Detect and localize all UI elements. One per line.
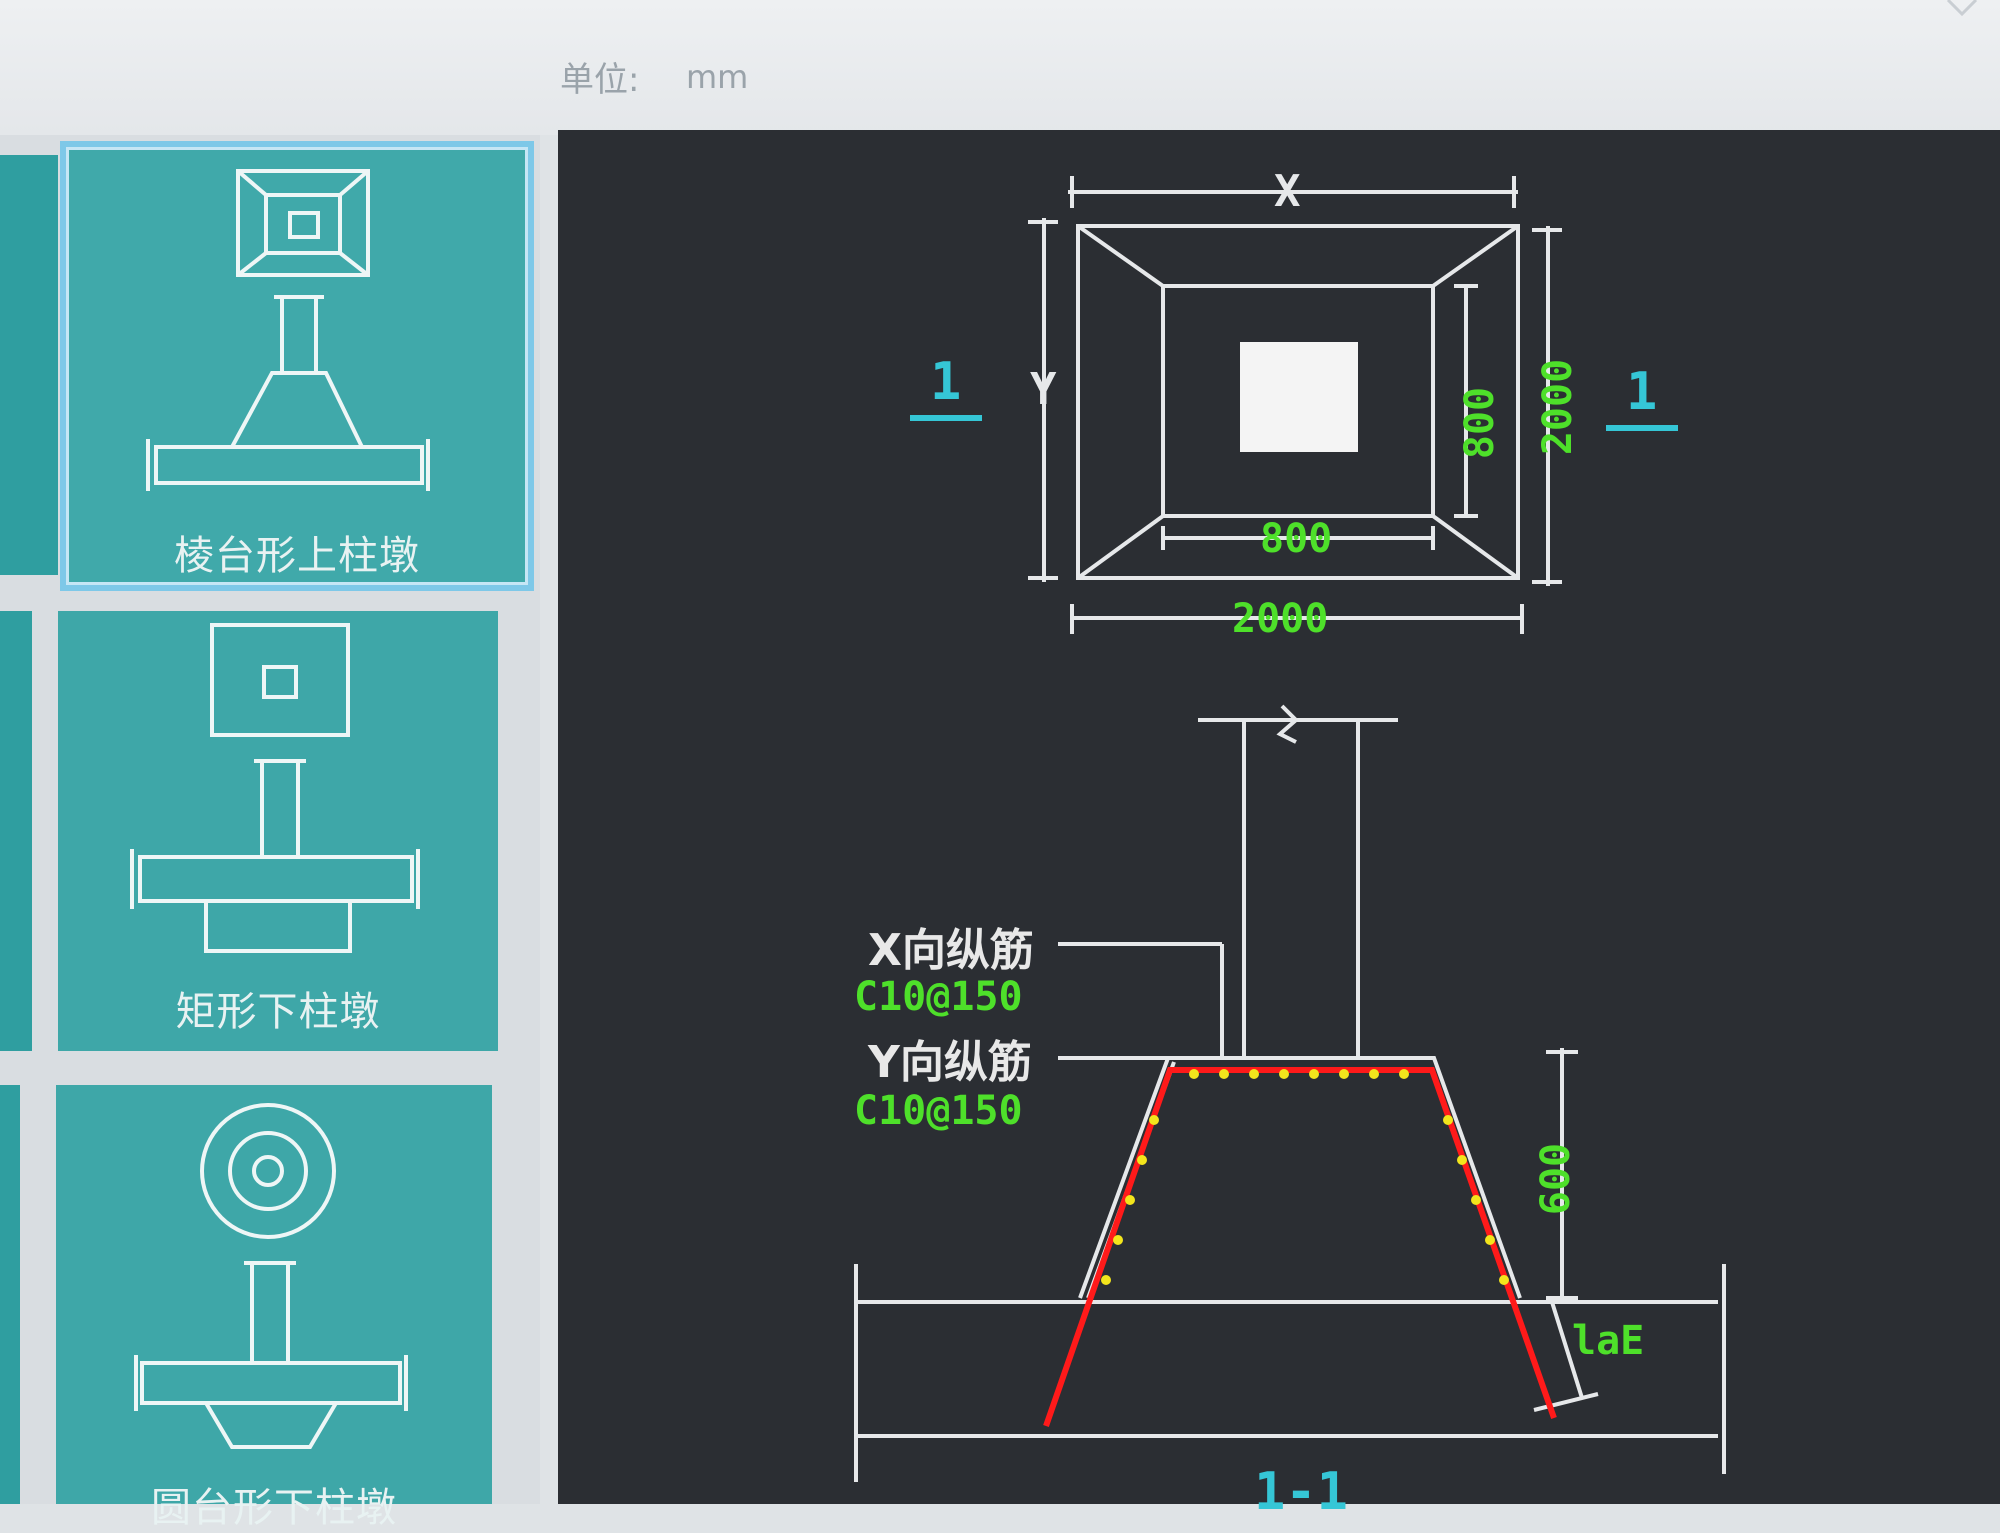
tile-label-rect-lower-pier: 矩形下柱墩 xyxy=(175,989,381,1035)
tile-label-pyramid-upper-pier: 棱台形上柱墩 xyxy=(174,533,420,579)
tile-frustum-lower-pier[interactable]: 圆台形下柱墩 xyxy=(56,1085,492,1531)
rebar-line xyxy=(1043,1067,1557,1427)
rebar-dots xyxy=(1101,1069,1509,1285)
plan-y-label: Y xyxy=(1030,364,1057,415)
section-mark-left: 1 xyxy=(930,352,962,412)
plan-x-label: X xyxy=(1274,166,1301,217)
x-rebar-spec: C10@150 xyxy=(854,974,1023,1020)
cad-drawing xyxy=(854,176,1726,1482)
y-rebar-label: Y向纵筋 xyxy=(868,1037,1032,1088)
unit-label: 单位: xyxy=(560,60,640,100)
unit-value: mm xyxy=(686,58,749,96)
plan-inner-rect xyxy=(1161,284,1435,518)
type-selector-panel: 棱台形上柱墩 矩形下柱墩 xyxy=(0,135,540,1531)
rect-lower-pier-icon xyxy=(130,623,420,953)
dim-inner-vertical: 800 xyxy=(1457,386,1504,460)
pyramid-upper-pier-icon xyxy=(146,169,430,491)
tile-rect-lower-pier[interactable]: 矩形下柱墩 xyxy=(58,611,498,1051)
cad-preview-canvas: X Y 800 2000 800 2000 1 1 X向纵筋 C10@150 Y… xyxy=(558,130,2000,1522)
plan-column xyxy=(1240,342,1358,452)
section-height-dim: 600 xyxy=(1533,1142,1580,1216)
dim-outer-horizontal: 2000 xyxy=(1232,596,1329,642)
y-rebar-spec: C10@150 xyxy=(854,1088,1023,1134)
tile-partial-1[interactable] xyxy=(0,155,58,575)
anchor-length-label: laE xyxy=(1572,1318,1645,1364)
tile-partial-2[interactable] xyxy=(0,611,32,1051)
plan-outer-rect xyxy=(1076,224,1520,580)
tile-label-frustum-lower-pier: 圆台形下柱墩 xyxy=(151,1485,397,1531)
dim-outer-vertical: 2000 xyxy=(1535,358,1582,456)
section-mark-right: 1 xyxy=(1626,362,1658,422)
close-icon[interactable] xyxy=(1942,0,1982,20)
section-marks xyxy=(910,415,1678,431)
tile-partial-3[interactable] xyxy=(0,1085,20,1504)
tile-pyramid-upper-pier[interactable]: 棱台形上柱墩 xyxy=(60,141,534,591)
dialog-header: 单位: mm xyxy=(0,0,2000,135)
dim-inner-horizontal: 800 xyxy=(1260,516,1333,562)
section-title: 1-1 xyxy=(1254,1462,1348,1522)
x-rebar-label: X向纵筋 xyxy=(868,925,1034,976)
plan-view xyxy=(1028,176,1562,634)
frustum-lower-pier-icon xyxy=(134,1103,408,1449)
